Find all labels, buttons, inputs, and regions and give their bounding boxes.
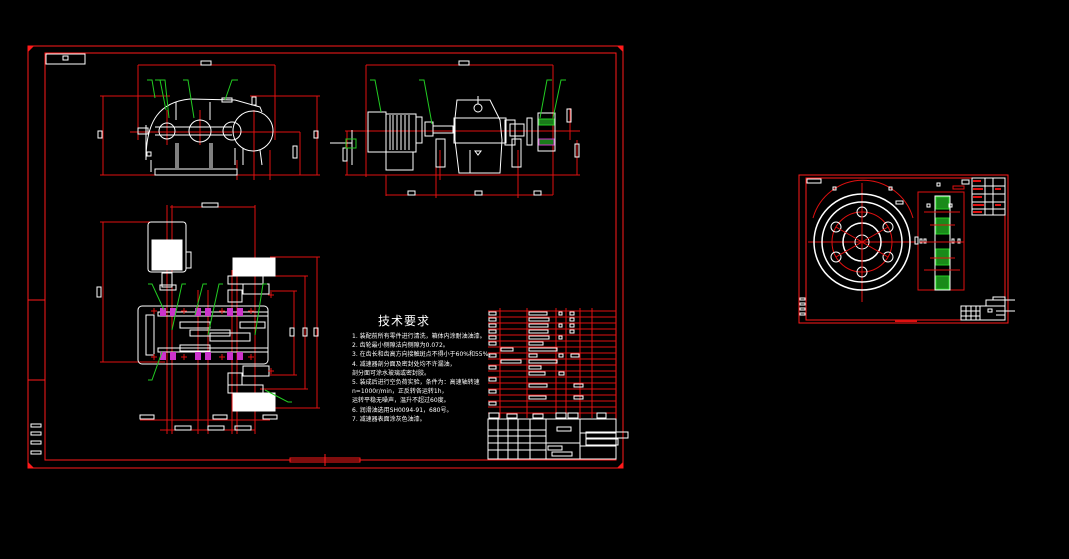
requirement-item: 3. 在齿长和齿高方向接触斑点不得小于60%和55%。 — [352, 351, 495, 359]
side-dim-label — [458, 60, 470, 66]
sheet2-outer-border — [798, 174, 1009, 324]
title-block — [487, 418, 629, 460]
gear-parameter-table — [961, 177, 1006, 216]
sheet2-inner-border — [805, 177, 1006, 321]
sheet-gear-part — [798, 174, 1015, 324]
requirement-item: 运转平稳无噪声，温升不超过60度。 — [352, 397, 450, 405]
requirement-item: 4. 减速器剖分面及密封处均不许漏油， — [352, 360, 456, 368]
requirement-item: n=1000r/min，正反转各运转1h， — [352, 388, 448, 396]
sheet1-outer-border — [27, 45, 624, 469]
parts-list — [487, 308, 629, 460]
requirement-item: 2. 齿轮最小侧隙法向侧隙为0.072。 — [352, 342, 449, 350]
requirement-item: 1. 装配前所有零件进行清洗，箱体内涂耐油油漆。 — [352, 333, 486, 340]
technical-requirements-title: 技术要求 — [378, 314, 431, 328]
drawing-code-box — [45, 53, 86, 65]
requirement-item: 剖分面可涂水玻璃或密封胶。 — [352, 369, 431, 377]
technical-requirements: 技术要求 1. 装配前所有零件进行清洗，箱体内涂耐油油漆。 2. 齿轮最小侧隙法… — [352, 312, 494, 424]
requirement-item: 5. 装成后进行空负荷实验，条件为：高速轴转速 — [352, 379, 480, 387]
requirement-item: 7. 减速器表面涂灰色油漆。 — [352, 415, 426, 423]
requirement-item: 6. 润滑油选用SH0094-91，680号。 — [352, 406, 453, 414]
front-view — [97, 60, 320, 180]
gear-face-view — [808, 179, 916, 302]
sheet1-inner-border — [44, 52, 617, 461]
side-view — [330, 60, 580, 198]
sheet-assembly — [27, 45, 629, 469]
top-section-view — [96, 202, 320, 434]
gear-section-view — [914, 182, 965, 291]
gear-title-block — [960, 296, 1015, 321]
